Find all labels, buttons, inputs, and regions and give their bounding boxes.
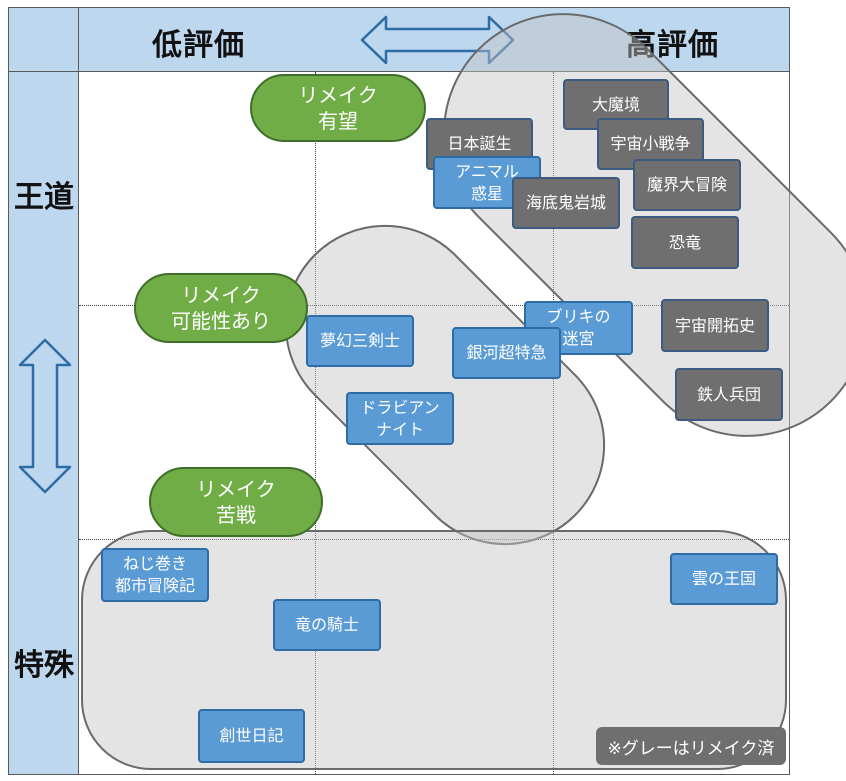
remake-possible-badge: リメイク 可能性あり bbox=[134, 273, 308, 343]
high-rating-label: 高評価 bbox=[626, 28, 719, 63]
title-kumo-no-okoku: 雲の王国 bbox=[670, 553, 778, 605]
grid-hline-1 bbox=[79, 305, 789, 306]
corner-cell bbox=[8, 7, 79, 72]
title-mugen-sankenshi: 夢幻三剣士 bbox=[306, 315, 414, 367]
title-kyoryu: 恐竜 bbox=[631, 216, 739, 269]
title-uchu-kaitakushi: 宇宙開拓史 bbox=[661, 299, 769, 352]
legend-note: ※グレーはリメイク済 bbox=[596, 727, 786, 765]
horizontal-double-arrow-icon bbox=[360, 15, 515, 65]
title-nejimaki-toshi: ねじ巻き 都市冒険記 bbox=[101, 548, 209, 602]
grid-hline-2 bbox=[79, 539, 789, 540]
matrix-area bbox=[78, 71, 790, 775]
grid-vline-1 bbox=[315, 72, 316, 774]
title-ryu-no-kishi: 竜の騎士 bbox=[273, 599, 381, 651]
title-ginga-chotokkyu: 銀河超特急 bbox=[452, 327, 561, 379]
mainstream-label: 王道 bbox=[14, 180, 74, 215]
title-sosei-nikki: 創世日記 bbox=[198, 709, 305, 763]
title-dorabian-naito: ドラビアン ナイト bbox=[346, 392, 454, 445]
unusual-label: 特殊 bbox=[14, 648, 74, 683]
remake-tough-badge: リメイク 苦戦 bbox=[149, 467, 323, 537]
title-kaitei-kiganjo: 海底鬼岩城 bbox=[512, 177, 620, 229]
title-tetsujin-heidan: 鉄人兵団 bbox=[675, 368, 783, 421]
remake-promising-badge: リメイク 有望 bbox=[250, 74, 426, 142]
vertical-double-arrow-icon bbox=[18, 338, 72, 494]
grid-vline-2 bbox=[553, 72, 554, 774]
low-rating-label: 低評価 bbox=[152, 28, 245, 63]
title-makai-daiboken: 魔界大冒険 bbox=[633, 159, 741, 211]
